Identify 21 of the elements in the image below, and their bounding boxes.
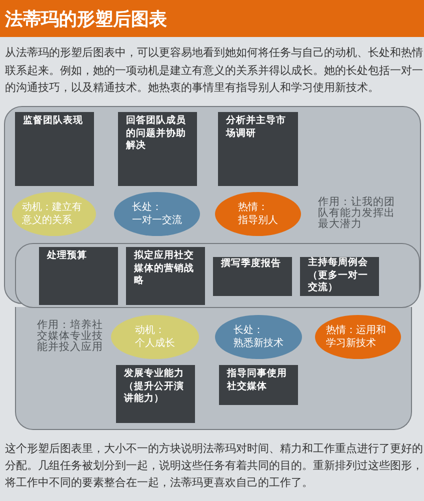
purpose-note: 作用：培养社交媒体专业技能并投入应用 (37, 320, 104, 353)
title-bar: 法蒂玛的形塑后图表 (0, 0, 424, 37)
caption-paragraph: 这个形塑后图表里，大小不一的方块说明法蒂玛对时间、精力和工作重点进行了更好的分配。几组任务被划分到一起，说明这些任务有着共同的目的。重新排列过这些图形，将工作中不同的要素整合在一起，法蒂玛更喜欢自己的工作了。 (5, 441, 423, 491)
intro-paragraph: 从法蒂玛的形塑后图表中，可以更容易地看到她如何将任务与自己的动机、长处和热情联系起来。例如，她的一项动机是建立有意义的关系并得以成长。她的长处包括一对一的沟通技巧，以及精通技术。她热衷的事情里有指导别人和学习使用新技术。 (5, 45, 423, 96)
task-box: 处理预算 (39, 247, 118, 305)
task-box: 拟定应用社交媒体的营销战略 (126, 247, 205, 305)
task-box: 分析并主导市场调研 (218, 112, 298, 186)
ellipse: 动机：建立有意义的关系 (12, 192, 96, 236)
task-box: 回答团队成员的问题并协助解决 (118, 112, 197, 186)
task-box: 主持每周例会（更多一对一交流） (300, 257, 379, 296)
task-box: 指导同事使用社交媒体 (219, 365, 298, 405)
ellipse: 长处： 熟悉新技术 (215, 315, 302, 359)
ellipse: 长处： 一对一交流 (114, 192, 200, 236)
ellipse: 热情： 指导别人 (215, 192, 301, 236)
task-box: 撰写季度报告 (213, 257, 292, 296)
task-box: 发展专业能力（提升公开演讲能力） (116, 365, 195, 423)
ellipse: 热情：运用和学习新技术 (315, 315, 401, 359)
task-box: 监督团队表现 (15, 112, 94, 186)
purpose-note: 作用：让我的团队有能力发挥出最大潜力 (318, 197, 396, 230)
ellipse: 动机： 个人成长 (111, 315, 199, 359)
group-panel (15, 307, 412, 430)
